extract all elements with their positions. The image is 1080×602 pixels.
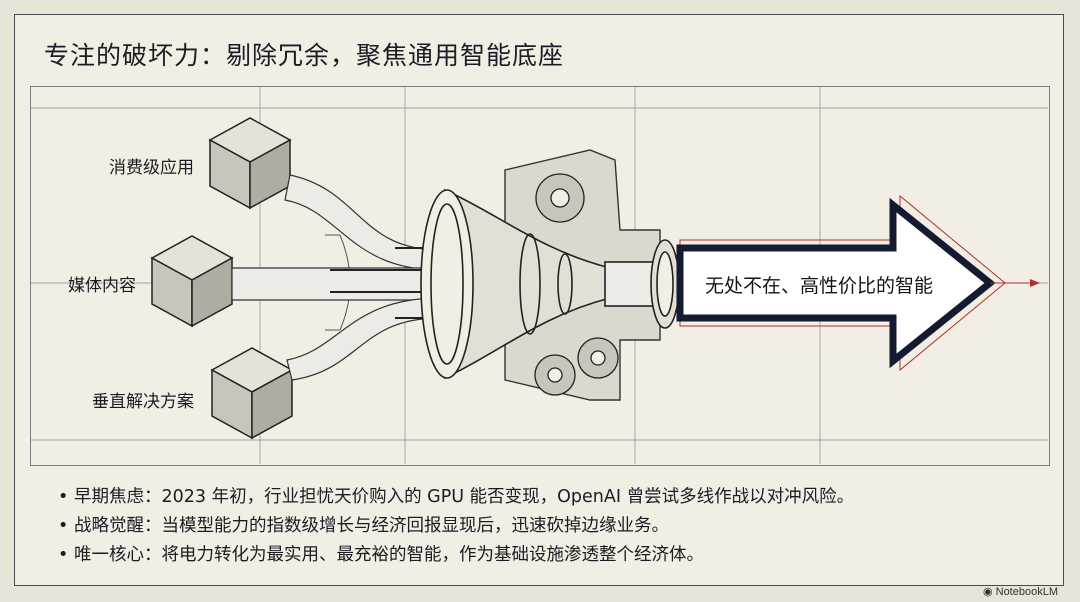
bullet-item: •战略觉醒：当模型能力的指数级增长与经济回报显现后，迅速砍掉边缘业务。 [58,516,669,536]
input-label-vertical: 垂直解决方案 [92,392,194,412]
input-label-consumer: 消费级应用 [109,158,194,178]
input-flows [231,174,441,381]
bullet-list: •早期焦虑：2023 年初，行业担忧天价购入的 GPU 能否变现，OpenAI … [58,483,854,570]
cube-consumer-icon [208,117,292,210]
brand-watermark: ◉ NotebookLM [982,586,1058,598]
gear-bottom-icon [534,337,619,396]
bullet-item: •早期焦虑：2023 年初，行业担忧天价购入的 GPU 能否变现，OpenAI … [58,487,855,507]
output-label: 无处不在、高性价比的智能 [705,275,934,297]
notebooklm-logo-icon: ◉ [982,586,996,598]
output-arrow [676,194,1040,372]
diagram-panel [30,86,1050,466]
input-label-media: 媒体内容 [68,276,136,296]
cube-vertical-icon [210,347,294,440]
cube-media-icon [150,235,234,328]
gear-top-icon [535,173,585,223]
bullet-item: •唯一核心：将电力转化为最实用、最充裕的智能，作为基础设施渗透整个经济体。 [58,545,704,565]
page-title: 专注的破坏力：剔除冗余，聚焦通用智能底座 [44,41,565,70]
